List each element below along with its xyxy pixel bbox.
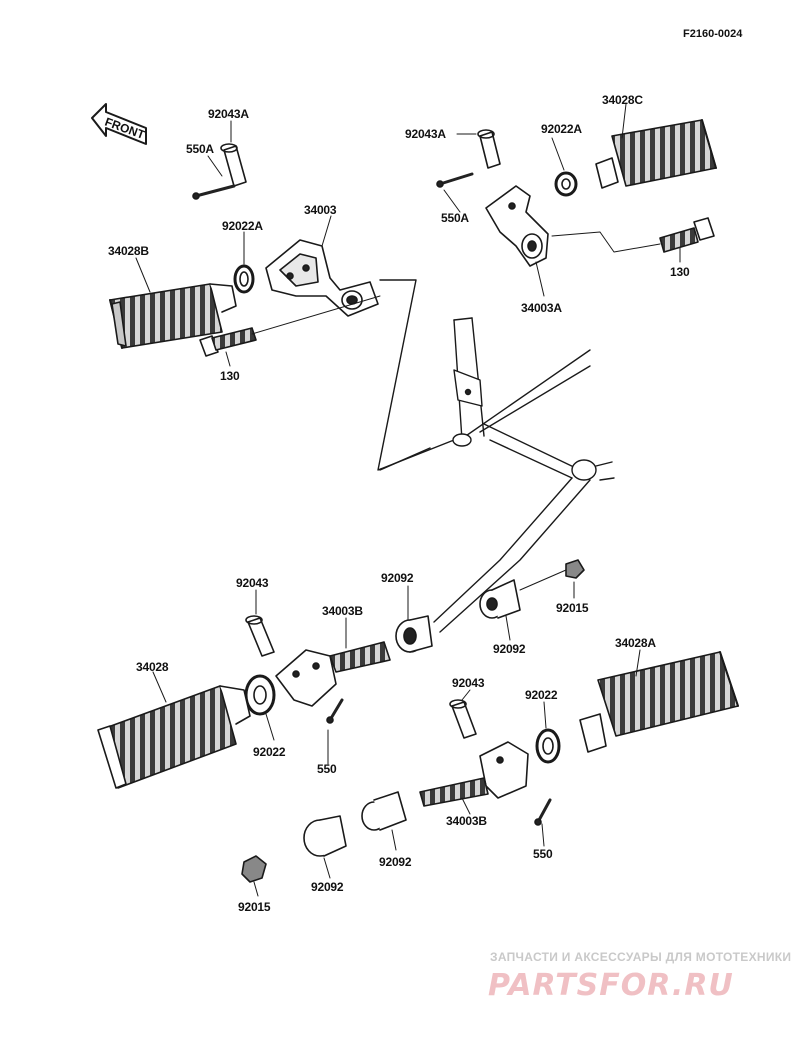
part-label-92043a-right: 92043A <box>405 127 446 141</box>
bushing-92092-mid <box>479 579 521 619</box>
pin-92043a-right <box>477 129 501 169</box>
part-label-92015-top: 92015 <box>556 601 589 615</box>
watermark-logo: PARTSFOR.RU <box>488 968 734 1003</box>
cotter-pin-550a-right <box>436 172 474 188</box>
part-label-92043-left: 92043 <box>236 576 269 590</box>
part-label-34003: 34003 <box>304 203 337 217</box>
part-label-550-right: 550 <box>533 847 553 861</box>
bracket-34003b-right <box>419 741 529 807</box>
bolt-130-left <box>199 295 381 357</box>
part-label-92015-bottom: 92015 <box>238 900 271 914</box>
pin-92043-right <box>449 699 477 739</box>
part-label-34003b-right: 34003B <box>446 814 487 828</box>
part-label-92092-top: 92092 <box>381 571 414 585</box>
diagram-code: F2160-0024 <box>683 28 743 40</box>
bracket-34003b-left <box>275 641 391 707</box>
part-label-34028a: 34028A <box>615 636 656 650</box>
washer-92022-left <box>244 674 276 716</box>
part-label-130-right: 130 <box>670 265 690 279</box>
pin-92043a-left <box>220 143 247 187</box>
footpeg-rubber-34028b <box>109 283 237 349</box>
watermark-tagline: ЗАПЧАСТИ И АКСЕССУАРЫ ДЛЯ МОТОТЕХНИКИ <box>490 950 792 964</box>
part-label-34003a: 34003A <box>521 301 562 315</box>
part-label-92022a-left: 92022A <box>222 219 263 233</box>
part-label-92043a-left: 92043A <box>208 107 249 121</box>
part-label-130-left: 130 <box>220 369 240 383</box>
washer-92022a-left <box>233 264 255 294</box>
part-label-92092-bottom: 92092 <box>311 880 344 894</box>
footpeg-rubber-34028 <box>97 685 251 789</box>
bracket-34003 <box>265 239 379 317</box>
footpeg-rubber-34028c <box>595 119 717 189</box>
footpeg-rubber-34028a <box>579 651 739 753</box>
front-arrow-icon: FRONT <box>91 103 147 145</box>
cotter-pin-550-right <box>534 798 552 826</box>
nut-92015-top <box>519 559 585 591</box>
part-label-34028c: 34028C <box>602 93 643 107</box>
part-label-34028b: 34028B <box>108 244 149 258</box>
leader-lines <box>135 103 681 897</box>
bushing-92092-low <box>361 791 407 831</box>
cotter-pin-550-left <box>326 698 344 724</box>
pin-92043-left <box>245 615 275 657</box>
bushing-92092-top <box>395 615 433 653</box>
part-label-92022-right: 92022 <box>525 688 558 702</box>
frame-outline <box>377 279 615 633</box>
bushing-92092-bottom <box>303 815 347 857</box>
part-label-34003b-left: 34003B <box>322 604 363 618</box>
part-label-550a-right: 550A <box>441 211 469 225</box>
washer-92022-right <box>535 728 561 764</box>
part-label-550a-left: 550A <box>186 142 214 156</box>
bolt-130-right <box>551 217 715 253</box>
washer-92022a-right <box>554 171 578 197</box>
part-label-92043-right: 92043 <box>452 676 485 690</box>
nut-92015-bottom <box>241 855 267 883</box>
bracket-34003a <box>485 185 549 267</box>
part-label-550-left: 550 <box>317 762 337 776</box>
part-label-92022-left: 92022 <box>253 745 286 759</box>
part-label-92022a-right: 92022A <box>541 122 582 136</box>
cotter-pin-550a-left <box>192 184 236 200</box>
part-label-34028: 34028 <box>136 660 169 674</box>
part-label-92092-mid: 92092 <box>493 642 526 656</box>
part-label-92092-low: 92092 <box>379 855 412 869</box>
